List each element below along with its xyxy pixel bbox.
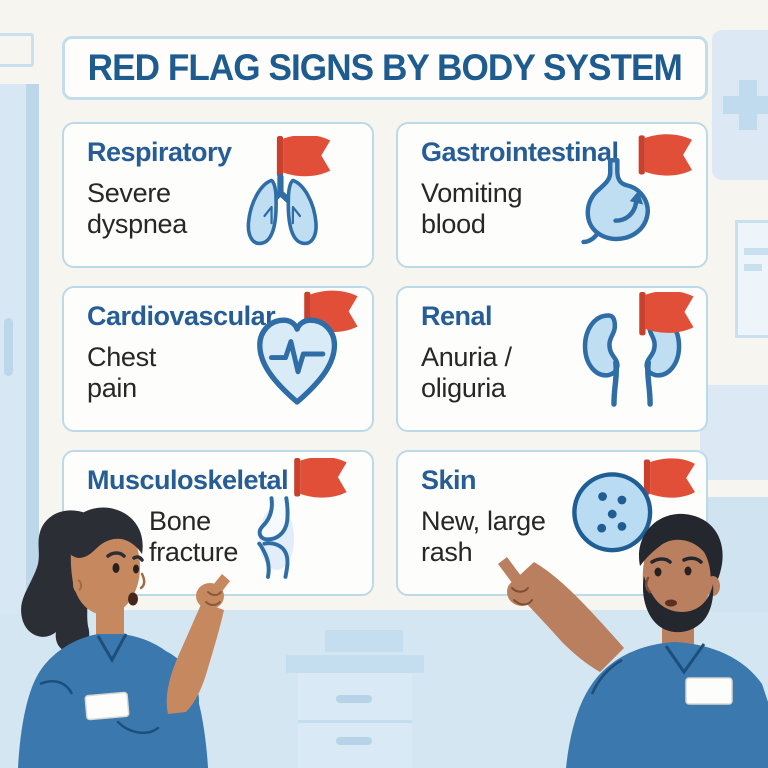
wall-sign-topleft (0, 33, 34, 67)
v-neck-line (664, 643, 706, 675)
face (642, 529, 712, 621)
cabinet-drawer-handle (336, 695, 372, 703)
front-hair (65, 507, 143, 558)
stomach-icon (581, 134, 692, 245)
cabinet-drawer-handle (336, 737, 372, 745)
name-badge (84, 691, 130, 721)
female-clinician-pointing-up (18, 507, 230, 768)
sign-line: Vomiting (421, 178, 523, 208)
chest-fold (116, 720, 160, 735)
bone-joint-icon (257, 458, 347, 579)
nose-line (139, 572, 146, 590)
card-cardiovascular: Cardiovascular Chest pain (62, 286, 374, 432)
wall-poster-right (735, 220, 768, 338)
name-badge (685, 677, 733, 705)
eye (112, 563, 120, 573)
eye (133, 564, 139, 574)
mouth (665, 599, 677, 607)
sign-line: blood (421, 209, 486, 240)
hair (639, 513, 723, 592)
sign-line: oliguria (421, 373, 506, 404)
card-sign: Vomiting blood (421, 178, 706, 240)
lungs-icon (246, 136, 331, 246)
sign-line: rash (421, 537, 473, 568)
skin-rash-icon (572, 458, 695, 553)
card-respiratory: Respiratory Severe dyspnea (62, 122, 374, 268)
sleeve-seam (590, 658, 623, 695)
raised-forearm (166, 602, 224, 714)
nose-line (645, 576, 652, 594)
sign-line: dyspnea (87, 209, 187, 240)
knuckle-line (511, 587, 529, 593)
sign-line: Bone (149, 506, 211, 536)
knuckle-line (513, 599, 533, 606)
scrub-top (566, 642, 768, 768)
pointing-finger (498, 557, 524, 588)
door-frame (26, 84, 39, 614)
red-flag-icon (638, 134, 692, 176)
door-handle (4, 318, 13, 376)
beard (642, 576, 714, 633)
ear-line (77, 579, 83, 591)
medical-cross-icon (723, 96, 768, 114)
card-gastrointestinal: Gastrointestinal Vomiting blood (396, 122, 708, 268)
knuckle-line (205, 601, 221, 606)
cabinet-drawer-divider (298, 720, 412, 723)
cabinet-countertop (286, 655, 424, 673)
poster-title: RED FLAG SIGNS BY BODY SYSTEM (87, 47, 683, 88)
card-renal: Renal Anuria / oliguria (396, 286, 708, 432)
red-flag-icon (639, 292, 694, 336)
poster-text-line (744, 264, 762, 271)
red-flag-icon (276, 136, 331, 177)
knuckle-line (207, 591, 222, 596)
eyebrow (650, 557, 672, 564)
eyebrow (106, 551, 126, 558)
wall-window-right (700, 385, 768, 480)
eye (684, 566, 692, 576)
eye (654, 567, 662, 577)
card-sign: Anuria / oliguria (421, 342, 706, 404)
sign-line: Chest (87, 342, 157, 372)
card-sign: Severe dyspnea (87, 178, 372, 240)
mouth (128, 592, 138, 606)
poster-text-line (744, 248, 768, 255)
card-sign: New, large rash (421, 506, 706, 568)
card-sign: Bone fracture (149, 506, 372, 568)
sign-line: New, large (421, 506, 546, 536)
card-title: Renal (421, 301, 493, 331)
card-title: Gastrointestinal (421, 137, 619, 167)
eyebrow (682, 556, 703, 564)
sign-line: fracture (149, 537, 239, 568)
heart-ecg-icon (257, 290, 358, 405)
eyebrow (132, 555, 144, 562)
v-neck-line (96, 633, 128, 664)
poster-title-box: RED FLAG SIGNS BY BODY SYSTEM (62, 36, 708, 100)
card-title: Musculoskeletal (87, 465, 289, 495)
sign-line: Anuria / (421, 342, 512, 372)
red-flag-icon (294, 458, 347, 498)
raised-forearm (508, 562, 624, 672)
card-title: Cardiovascular (87, 301, 276, 331)
card-title: Respiratory (87, 137, 232, 167)
cabinet-box (325, 630, 403, 652)
male-clinician-pointing-up (498, 513, 768, 768)
card-sign: Chest pain (87, 342, 372, 404)
card-title: Skin (421, 465, 477, 495)
kidneys-icon (582, 292, 694, 407)
sign-line: pain (87, 373, 137, 404)
sleeve-seam (39, 680, 74, 695)
sign-line: Severe (87, 178, 171, 208)
red-flag-icon (643, 458, 695, 498)
